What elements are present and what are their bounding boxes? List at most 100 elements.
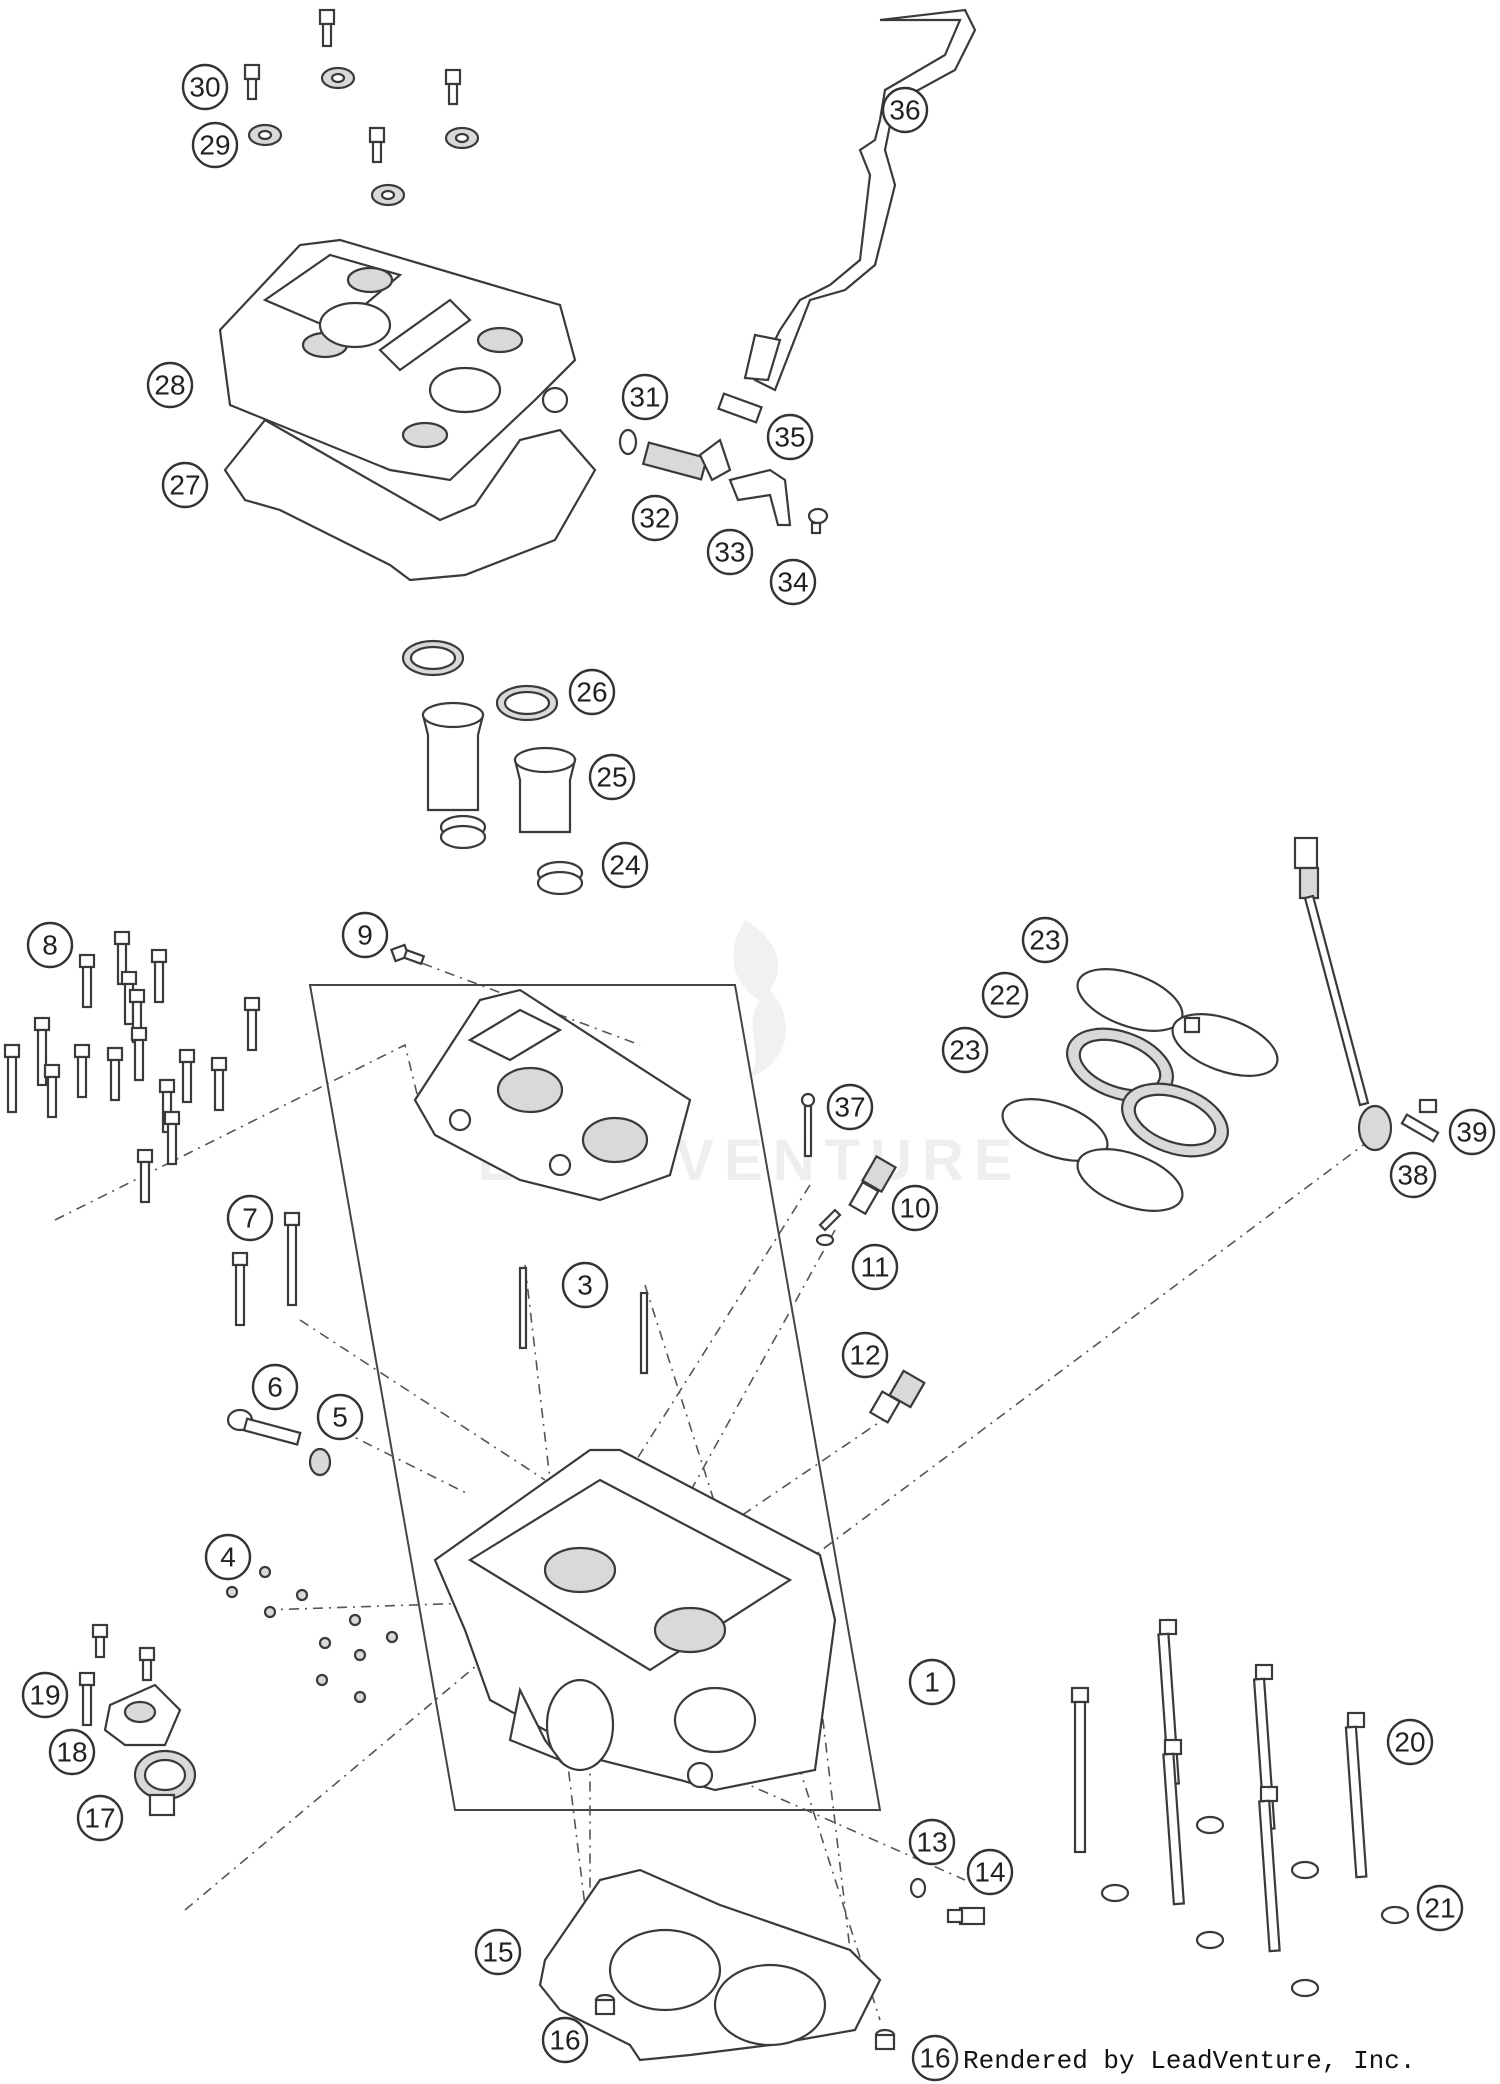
callout-label: 33 <box>714 537 745 568</box>
callout-31: 31 <box>621 373 669 421</box>
callout-label: 23 <box>949 1035 980 1066</box>
cylinder-head-assembly-frame <box>308 984 882 1811</box>
breather-hose <box>743 8 977 392</box>
thermostat-bolts <box>78 1623 156 1727</box>
callout-19: 19 <box>21 1671 69 1719</box>
thermostat <box>133 1749 197 1817</box>
rendered-by-footer: Rendered by LeadVenture, Inc. <box>963 2046 1415 2076</box>
callout-label: 36 <box>889 95 920 126</box>
bolt <box>210 1056 228 1112</box>
bolt <box>243 63 261 101</box>
callout-label: 1 <box>924 1667 940 1698</box>
callout-label: 32 <box>639 503 670 534</box>
callout-label: 12 <box>849 1340 880 1371</box>
watermark-flame-logo <box>733 920 786 1080</box>
leader-line <box>734 1414 891 1521</box>
callout-label: 21 <box>1424 1893 1455 1924</box>
valve-cover-bolts-and-seals <box>243 8 480 207</box>
callout-16-left: 16 <box>541 2016 589 2064</box>
screw <box>800 1092 816 1158</box>
callout-4: 4 <box>204 1533 252 1581</box>
leader-line <box>54 1043 419 1221</box>
callout-label: 20 <box>1394 1727 1425 1758</box>
callout-24: 24 <box>601 841 649 889</box>
bolt <box>130 1026 148 1082</box>
callout-label: 34 <box>777 567 808 598</box>
callout-label: 10 <box>899 1193 930 1224</box>
bolt <box>444 68 462 106</box>
valve-cover <box>218 238 577 482</box>
callout-label: 16 <box>549 2025 580 2056</box>
callout-label: 27 <box>169 470 200 501</box>
callout-label: 23 <box>1029 925 1060 956</box>
callout-22: 22 <box>981 971 1029 1019</box>
callout-34: 34 <box>769 558 817 606</box>
leader-line <box>819 1694 851 1951</box>
seal <box>370 183 406 207</box>
callout-26: 26 <box>568 668 616 716</box>
temperature-sensor <box>818 1154 898 1232</box>
callout-label: 5 <box>332 1402 348 1433</box>
breather-fitting <box>641 438 732 482</box>
screw-plug <box>946 1906 986 1926</box>
callout-38: 38 <box>1389 1151 1437 1199</box>
hose-sleeve <box>717 392 763 424</box>
leader-line <box>299 1319 546 1481</box>
callout-6: 6 <box>251 1363 299 1411</box>
bolt <box>1162 1738 1186 1906</box>
callout-39: 39 <box>1448 1108 1496 1156</box>
callout-label: 19 <box>29 1680 60 1711</box>
bolt <box>78 1671 96 1727</box>
seal <box>247 123 283 147</box>
callout-9: 9 <box>341 911 389 959</box>
bolt <box>243 996 261 1052</box>
callout-label: 28 <box>154 370 185 401</box>
callout-1: 1 <box>908 1658 956 1706</box>
callout-14: 14 <box>966 1848 1014 1896</box>
bolt <box>1344 1711 1368 1879</box>
callout-32: 32 <box>631 494 679 542</box>
sealing-ring <box>815 1233 835 1247</box>
callout-label: 26 <box>576 677 607 708</box>
cylinder-head-bolts <box>1070 1618 1368 1953</box>
bolt <box>1070 1686 1090 1854</box>
sealing-washer <box>909 1877 927 1899</box>
callout-5: 5 <box>316 1393 364 1441</box>
bolt <box>231 1251 249 1327</box>
callout-label: 17 <box>84 1803 115 1834</box>
callout-label: 6 <box>267 1372 283 1403</box>
seal <box>444 126 480 150</box>
bolt <box>163 1110 181 1166</box>
callout-25: 25 <box>588 753 636 801</box>
callout-label: 31 <box>629 382 660 413</box>
callout-3: 3 <box>561 1261 609 1309</box>
callout-label: 3 <box>577 1270 593 1301</box>
callout-30: 30 <box>181 63 229 111</box>
callout-12: 12 <box>841 1331 889 1379</box>
callout-label: 38 <box>1397 1160 1428 1191</box>
bolt <box>3 1043 21 1114</box>
screw <box>807 507 829 535</box>
callout-20: 20 <box>1386 1718 1434 1766</box>
callout-28: 28 <box>146 361 194 409</box>
callout-11: 11 <box>851 1243 899 1291</box>
intake-manifold <box>1120 1082 1230 1158</box>
bolt <box>43 1063 61 1119</box>
dowel-pins <box>594 1993 896 2051</box>
callout-label: 22 <box>989 980 1020 1011</box>
callout-7: 7 <box>226 1194 274 1242</box>
bolt <box>136 1148 154 1204</box>
o-ring <box>618 428 638 456</box>
bolt <box>1400 1098 1440 1143</box>
callout-16-right: 16 <box>911 2034 959 2082</box>
callout-label: 7 <box>242 1203 258 1234</box>
bolt <box>113 930 131 986</box>
intake-manifold <box>1065 1027 1175 1103</box>
callout-18: 18 <box>48 1728 96 1776</box>
pressure-sensor <box>868 1369 926 1424</box>
dowel-pin <box>594 1993 616 2016</box>
cylinder-head <box>433 1448 837 1792</box>
banjo-bolt <box>226 1408 302 1446</box>
tube-o-rings <box>439 814 584 896</box>
